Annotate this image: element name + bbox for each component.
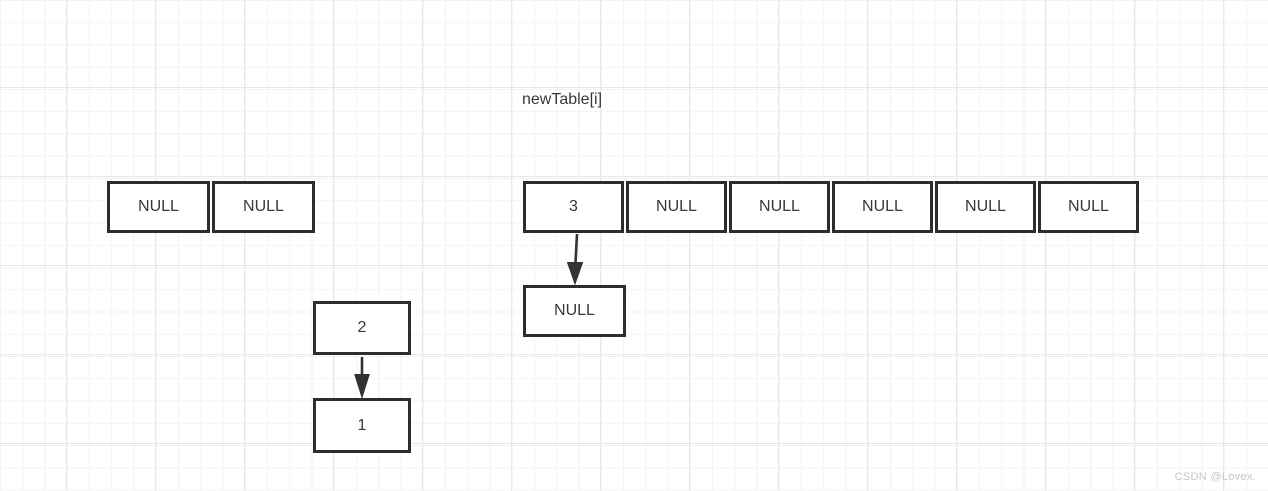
arrow-2-to-1-icon [354, 357, 370, 400]
array-cell: NULL [935, 181, 1036, 233]
diagram-title: newTable[i] [521, 91, 603, 108]
chain-node-1: 1 [313, 398, 411, 453]
array-cell: NULL [729, 181, 830, 233]
watermark: CSDN @Lovex. [1174, 471, 1256, 483]
array-cell: NULL [212, 181, 315, 233]
old-table-array: NULL NULL [107, 181, 315, 233]
array-cell: 3 [523, 181, 624, 233]
overflow-null-node: NULL [523, 285, 626, 337]
array-cell: NULL [107, 181, 210, 233]
array-cell: NULL [626, 181, 727, 233]
chain-node-2: 2 [313, 301, 411, 355]
new-table-array: 3 NULL NULL NULL NULL NULL [523, 181, 1139, 233]
array-cell: NULL [1038, 181, 1139, 233]
array-cell: NULL [832, 181, 933, 233]
arrow-3-to-null-icon [566, 233, 584, 286]
